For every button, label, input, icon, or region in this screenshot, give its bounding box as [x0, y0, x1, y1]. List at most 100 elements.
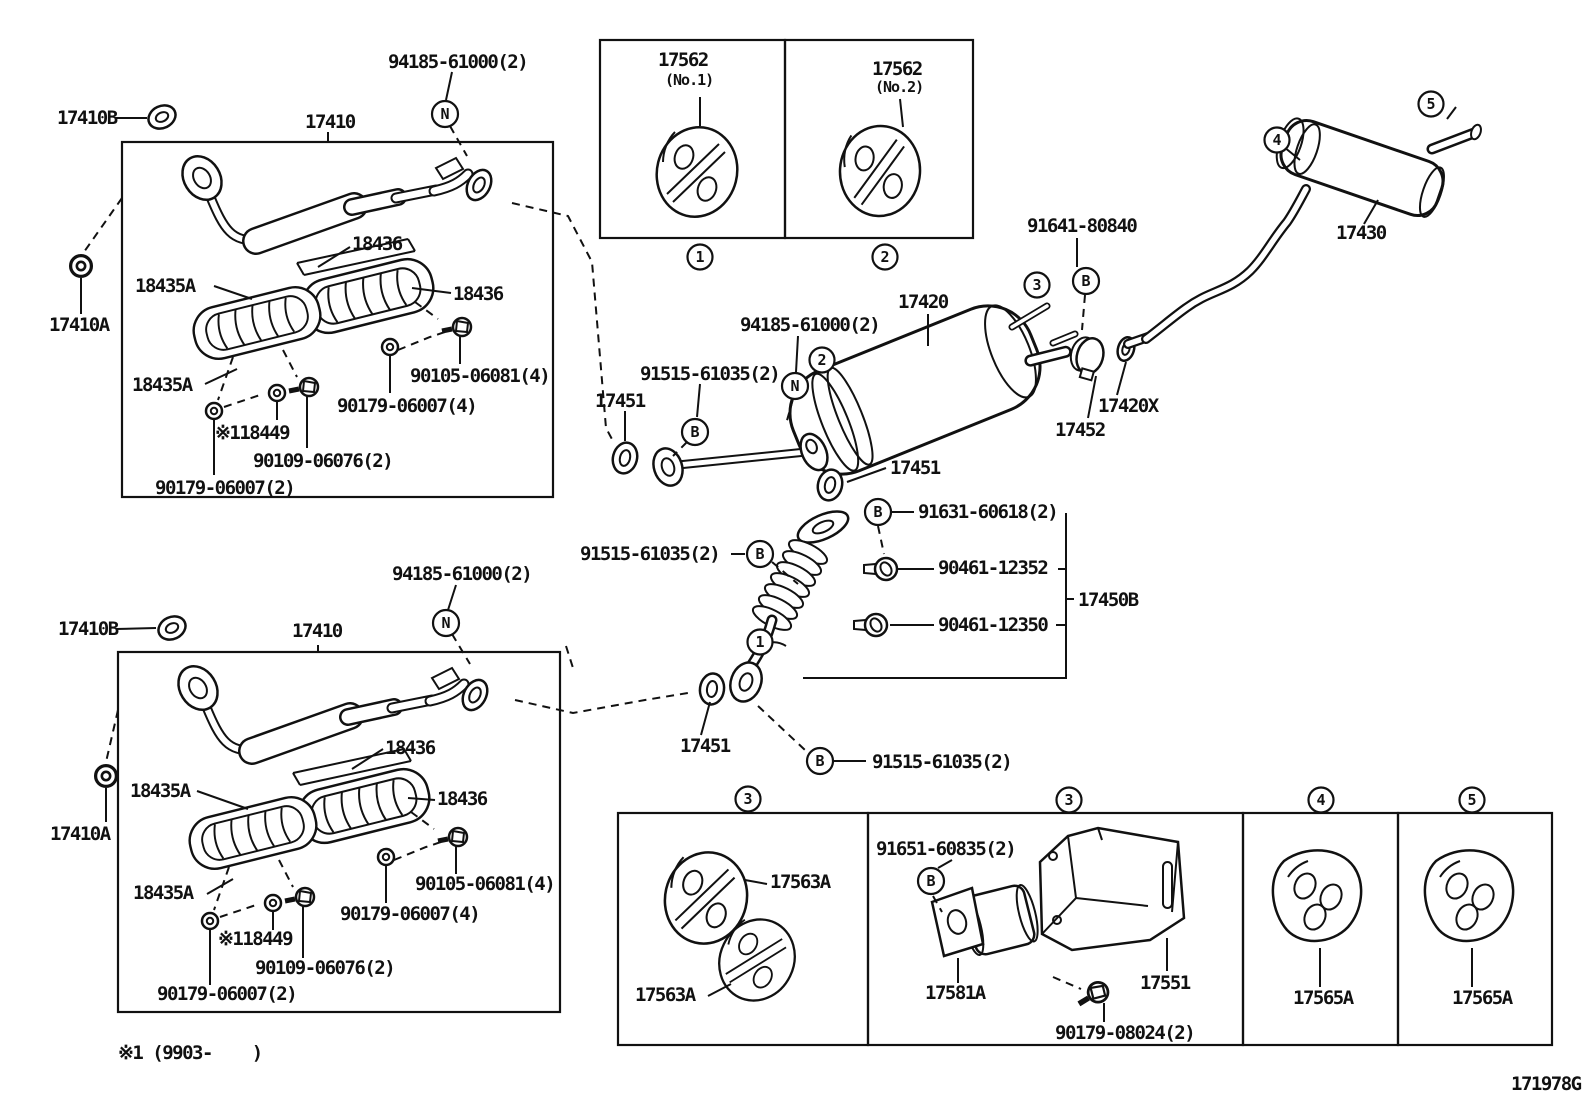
lower-front-pipe-box [116, 650, 562, 1014]
svg-text:3: 3 [743, 790, 752, 808]
label-94185-center: 94185-61000(2) [740, 314, 879, 336]
svg-text:5: 5 [1426, 95, 1435, 113]
hanger-17565a-2 [1423, 849, 1515, 943]
svg-text:N: N [790, 377, 799, 395]
label-94185-upper: 94185-61000(2) [388, 51, 527, 73]
circled-4-marker: 4 [1307, 786, 1335, 814]
hanger-17565a-1 [1271, 849, 1363, 943]
label-18435a-4: 18435A [133, 882, 195, 904]
circled-b-marker: B [805, 746, 835, 776]
circled-b-marker: B [1071, 266, 1101, 296]
cushion-17581a [930, 884, 1039, 958]
label-18436-1: 18436 [352, 233, 403, 255]
label-90179a-lower: 90179-06007(4) [340, 903, 479, 925]
svg-text:2: 2 [817, 351, 826, 369]
hanger-no2-box [783, 38, 975, 240]
label-90179a-upper: 90179-06007(4) [337, 395, 476, 417]
label-17410b-lower: 17410B [58, 618, 119, 640]
circled-5-marker: 5 [1417, 90, 1445, 118]
label-18436-2: 18436 [453, 283, 504, 305]
label-91515-1: 91515-61035(2) [640, 363, 779, 385]
label-90105-lower: 90105-06081(4) [415, 873, 554, 895]
label-18449-lower: ※118449 [218, 928, 293, 950]
circled-3-marker: 3 [1023, 271, 1051, 299]
clamp-17452 [1069, 336, 1105, 382]
nut-17410a-upper [68, 253, 94, 279]
circled-n-marker: N [431, 608, 461, 638]
label-90461-12350: 90461-12350 [938, 614, 1048, 636]
circled-markers: N N N 1 1 2 2 3 3 3 4 4 5 5 B B B B B B [430, 90, 1486, 896]
svg-text:B: B [755, 545, 764, 563]
svg-text:4: 4 [1272, 131, 1281, 149]
bolt-90179-08024 [1074, 980, 1111, 1010]
flex-front-pipe [729, 510, 850, 703]
label-17563a-2: 17563A [635, 984, 697, 1006]
ring-17410b-lower [157, 615, 187, 641]
center-muffler-17420 [652, 302, 1079, 487]
label-17563a-1: 17563A [770, 871, 832, 893]
label-no2: (No.2) [875, 78, 923, 96]
footnote: ※1 (9903- ) [118, 1042, 262, 1064]
key-90461-12352 [862, 556, 899, 582]
svg-text:3: 3 [1032, 276, 1041, 294]
label-90105-upper: 90105-06081(4) [410, 365, 549, 387]
label-91515-3: 91515-61035(2) [872, 751, 1011, 773]
label-17410-lower: 17410 [292, 620, 343, 642]
label-17581a: 17581A [925, 982, 987, 1004]
label-90109-upper: 90109-06076(2) [253, 450, 392, 472]
label-17562-no2: 17562 [872, 58, 922, 80]
label-90461-12352: 90461-12352 [938, 557, 1047, 579]
circled-n-marker: N [780, 371, 810, 401]
label-17451-3: 17451 [680, 735, 731, 757]
label-17410a-upper: 17410A [49, 314, 111, 336]
label-90179b-lower: 90179-06007(2) [157, 983, 296, 1005]
label-91515-2: 91515-61035(2) [580, 543, 719, 565]
hanger-17562-no2 [820, 108, 940, 234]
label-17551: 17551 [1140, 972, 1191, 994]
svg-text:2: 2 [880, 248, 889, 266]
svg-text:1: 1 [695, 248, 704, 266]
svg-text:3: 3 [1064, 791, 1073, 809]
circled-1-marker: 1 [746, 628, 774, 656]
svg-text:B: B [926, 872, 935, 890]
label-18435a-1: 18435A [135, 275, 197, 297]
circled-3-marker: 3 [1055, 786, 1083, 814]
label-17452: 17452 [1055, 419, 1105, 441]
label-91631: 91631-60618(2) [918, 501, 1057, 523]
label-18435a-3: 18435A [130, 780, 192, 802]
svg-text:N: N [440, 105, 449, 123]
diagram-code: 171978G [1511, 1073, 1582, 1095]
label-17451-2: 17451 [890, 457, 941, 479]
label-no1: (No.1) [665, 71, 713, 89]
part-labels: 17410B 17410 94185-61000(2) 17410A 18436… [49, 49, 1515, 1044]
dashed-leader-lines [83, 125, 1086, 990]
label-94185-lower: 94185-61000(2) [392, 563, 531, 585]
ring-17410b-upper [147, 104, 177, 130]
label-17410a-lower: 17410A [50, 823, 112, 845]
circled-n-marker: N [430, 99, 460, 129]
svg-text:B: B [690, 423, 699, 441]
circled-3-marker: 3 [734, 785, 762, 813]
label-17430: 17430 [1336, 222, 1387, 244]
gasket-17451-3 [696, 670, 728, 708]
svg-text:B: B [815, 752, 824, 770]
label-17451-1: 17451 [595, 390, 646, 412]
label-17562-no1: 17562 [658, 49, 708, 71]
circled-b-marker: B [863, 497, 893, 527]
label-18436-3: 18436 [385, 737, 436, 759]
label-18436-4: 18436 [437, 788, 488, 810]
label-18449-upper: ※118449 [215, 422, 290, 444]
label-17420x: 17420X [1098, 395, 1160, 417]
key-90461-12350 [852, 612, 889, 638]
label-18435a-2: 18435A [132, 374, 194, 396]
circled-5-marker: 5 [1458, 786, 1486, 814]
label-17420: 17420 [898, 291, 949, 313]
nut-17410a-lower [93, 763, 119, 789]
label-17565a-1: 17565A [1293, 987, 1355, 1009]
upper-front-pipe-box [120, 140, 555, 499]
circled-2-marker: 2 [808, 346, 836, 374]
svg-text:N: N [441, 614, 450, 632]
circled-1-marker: 1 [686, 243, 714, 271]
